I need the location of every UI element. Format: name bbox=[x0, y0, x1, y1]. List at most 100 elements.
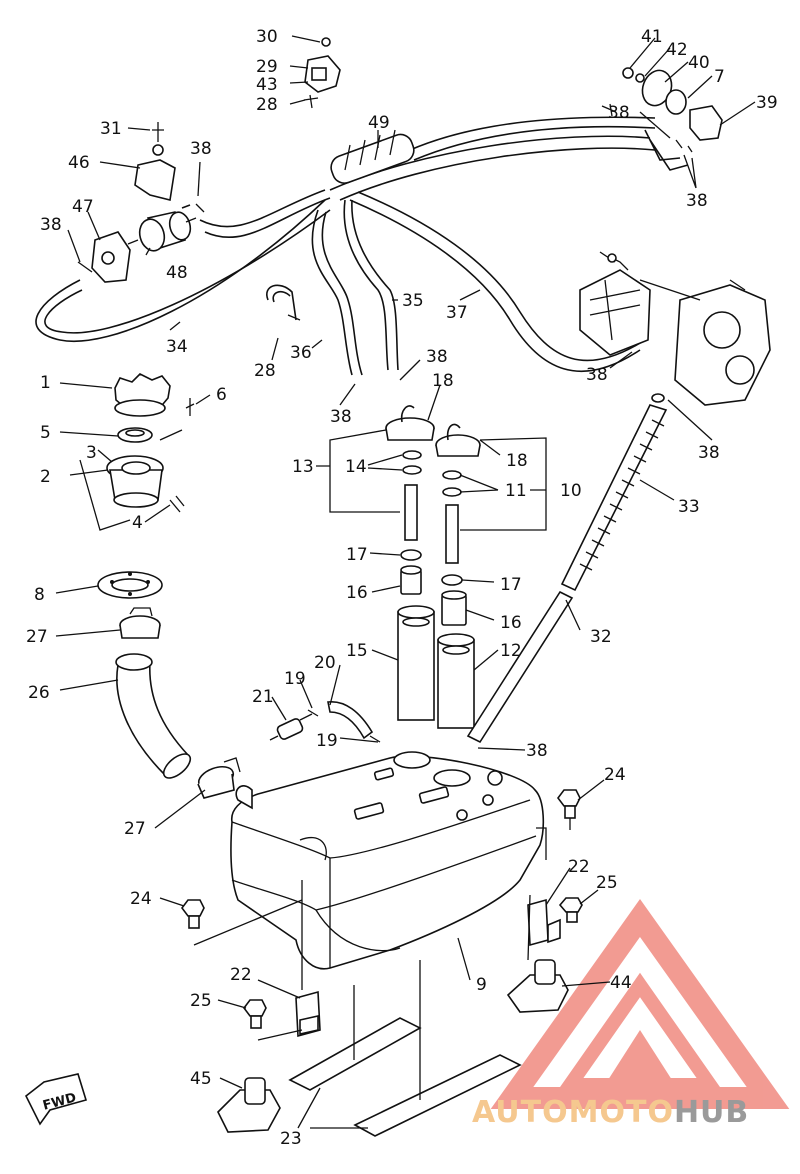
callout-26: 26 bbox=[28, 683, 50, 703]
hose-clamp-27-top bbox=[119, 607, 161, 639]
fuel-tank-9 bbox=[230, 751, 545, 970]
callout-28-clip: 28 bbox=[254, 361, 276, 381]
pickup-assembly-13 bbox=[385, 405, 435, 721]
gasket-8 bbox=[97, 571, 163, 599]
callout-46: 46 bbox=[68, 153, 90, 173]
callout-28: 28 bbox=[256, 95, 278, 115]
callout-22-left: 22 bbox=[230, 965, 252, 985]
callout-25-right: 25 bbox=[596, 873, 618, 893]
callout-4: 4 bbox=[132, 513, 143, 533]
callout-labels: 30 29 43 28 41 42 40 7 39 38 38 49 31 46… bbox=[26, 27, 778, 1149]
callout-27-bottom: 27 bbox=[124, 819, 146, 839]
callout-36: 36 bbox=[290, 343, 312, 363]
pickup-assembly-10 bbox=[435, 423, 481, 729]
fwd-arrow: FWD bbox=[24, 1073, 88, 1126]
bracket-22-left bbox=[295, 990, 321, 1038]
callout-1: 1 bbox=[40, 373, 51, 393]
fuel-filler-cap bbox=[114, 373, 195, 417]
callout-6: 6 bbox=[216, 385, 227, 405]
callout-16-left: 16 bbox=[346, 583, 368, 603]
callout-41: 41 bbox=[641, 27, 663, 47]
callout-24-right: 24 bbox=[604, 765, 626, 785]
callout-33: 33 bbox=[678, 497, 700, 517]
bracket-22-right bbox=[527, 898, 561, 947]
damper-45 bbox=[217, 1077, 281, 1133]
callout-9: 9 bbox=[476, 975, 487, 995]
bracket-46-47 bbox=[77, 122, 205, 283]
callout-45: 45 bbox=[190, 1069, 212, 1089]
callout-44: 44 bbox=[610, 973, 632, 993]
callout-19-top: 19 bbox=[284, 669, 306, 689]
carburetor bbox=[579, 251, 771, 406]
callout-15: 15 bbox=[346, 641, 368, 661]
callout-12: 12 bbox=[500, 641, 522, 661]
callout-38-right: 38 bbox=[698, 443, 720, 463]
callout-24-left: 24 bbox=[130, 889, 152, 909]
callout-38-center-left: 38 bbox=[330, 407, 352, 427]
callout-19-bottom: 19 bbox=[316, 731, 338, 751]
callout-10: 10 bbox=[560, 481, 582, 501]
watermark-auto: AUTOMOTOHUB bbox=[472, 1095, 749, 1130]
callout-38-top-right: 38 bbox=[608, 103, 630, 123]
fuel-hose-37 bbox=[349, 191, 646, 373]
callout-43: 43 bbox=[256, 75, 278, 95]
callout-42: 42 bbox=[666, 40, 688, 60]
callout-35: 35 bbox=[402, 291, 424, 311]
callout-23: 23 bbox=[280, 1129, 302, 1149]
callout-31: 31 bbox=[100, 119, 122, 139]
damper-44 bbox=[506, 959, 569, 1013]
callout-38-center-top: 38 bbox=[426, 347, 448, 367]
callout-47: 47 bbox=[72, 197, 94, 217]
bolt-25-right bbox=[558, 897, 583, 923]
callout-38-right-lower: 38 bbox=[686, 191, 708, 211]
callout-29: 29 bbox=[256, 57, 278, 77]
tank-leader-lines bbox=[193, 827, 547, 1100]
callout-5: 5 bbox=[40, 423, 51, 443]
callout-38-tank: 38 bbox=[526, 741, 548, 761]
callout-2: 2 bbox=[40, 467, 51, 487]
callout-34: 34 bbox=[166, 337, 188, 357]
fuel-filter-48 bbox=[127, 211, 197, 252]
vent-hose-20-21 bbox=[269, 701, 381, 743]
callout-20: 20 bbox=[314, 653, 336, 673]
callout-27-top: 27 bbox=[26, 627, 48, 647]
callout-8: 8 bbox=[34, 585, 45, 605]
callout-32: 32 bbox=[590, 627, 612, 647]
callout-38-left: 38 bbox=[40, 215, 62, 235]
fuel-cock-assembly bbox=[303, 37, 341, 109]
fuel-hose-34 bbox=[35, 189, 331, 342]
gasket-5 bbox=[117, 427, 153, 443]
callout-22-right: 22 bbox=[568, 857, 590, 877]
bolt-24-left bbox=[181, 899, 205, 929]
callout-38-carb: 38 bbox=[586, 365, 608, 385]
callout-18-top: 18 bbox=[432, 371, 454, 391]
bolt-25-left bbox=[243, 999, 267, 1029]
filler-neck-2 bbox=[106, 455, 185, 513]
callout-30: 30 bbox=[256, 27, 278, 47]
callout-11: 11 bbox=[505, 481, 527, 501]
fuel-hose-36 bbox=[311, 209, 363, 376]
callout-leaders bbox=[55, 35, 756, 1129]
callout-39: 39 bbox=[756, 93, 778, 113]
watermark-text: AUTOMOTOHUB bbox=[472, 1095, 749, 1130]
callout-49: 49 bbox=[368, 113, 390, 133]
callout-21: 21 bbox=[252, 687, 274, 707]
callout-17-right: 17 bbox=[500, 575, 522, 595]
fuel-hose-35 bbox=[343, 199, 399, 371]
watermark-logo bbox=[490, 899, 790, 1109]
callout-7: 7 bbox=[714, 67, 725, 87]
filler-hose-26 bbox=[115, 653, 192, 779]
bolt-24-right bbox=[557, 789, 581, 830]
hose-clamp-27-bottom bbox=[197, 757, 241, 799]
callout-25-left: 25 bbox=[190, 991, 212, 1011]
mat-23 bbox=[288, 1017, 522, 1137]
callout-14: 14 bbox=[345, 457, 367, 477]
callout-16-right: 16 bbox=[500, 613, 522, 633]
callout-38-filter: 38 bbox=[190, 139, 212, 159]
callout-18-right: 18 bbox=[506, 451, 528, 471]
fuel-filter-assembly-right bbox=[601, 67, 723, 153]
hose-clip-28-top bbox=[266, 284, 301, 321]
vent-hose-49 bbox=[329, 116, 689, 201]
